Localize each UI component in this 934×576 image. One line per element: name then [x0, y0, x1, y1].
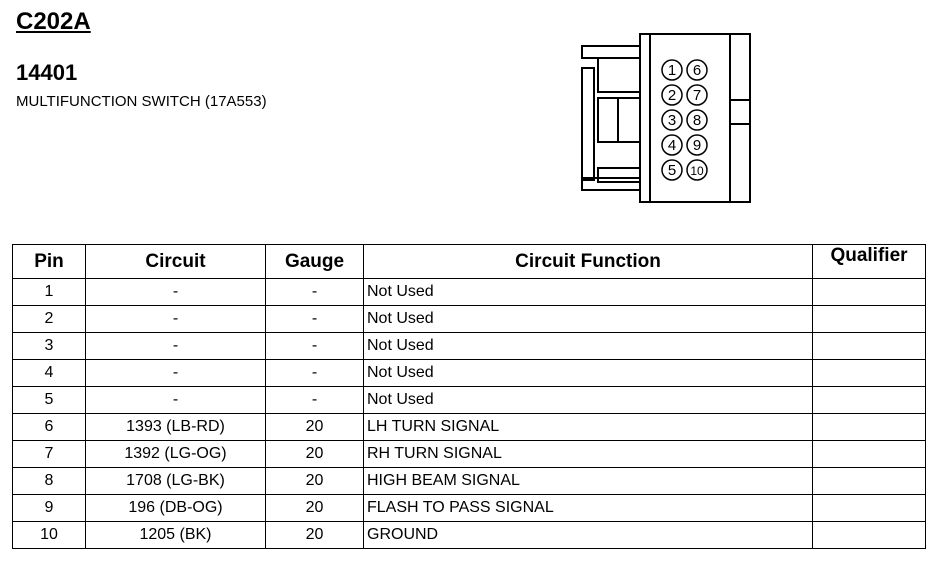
table-row: 3--Not Used — [12, 332, 926, 360]
gauge-cell: - — [265, 305, 364, 333]
table-row: 1--Not Used — [12, 278, 926, 306]
qualifier-cell — [812, 278, 926, 306]
column-header: Gauge — [265, 244, 364, 279]
part-number: 14401 — [16, 60, 78, 85]
pin-circle — [686, 134, 708, 156]
pin-number: 2 — [668, 87, 676, 104]
function-cell: Not Used — [363, 386, 813, 414]
component-description: MULTIFUNCTION SWITCH (17A553) — [16, 93, 267, 110]
function-cell: RH TURN SIGNAL — [363, 440, 813, 468]
qualifier-cell — [812, 305, 926, 333]
circuit-cell: - — [85, 359, 266, 387]
pin-number: 1 — [668, 62, 676, 79]
pin-cell: 9 — [12, 494, 86, 522]
circuit-cell: 1392 (LG-OG) — [85, 440, 266, 468]
gauge-cell: - — [265, 359, 364, 387]
pin-circle — [661, 159, 683, 181]
pin-number: 7 — [693, 87, 701, 104]
circuit-cell: 1708 (LG-BK) — [85, 467, 266, 495]
function-cell: GROUND — [363, 521, 813, 549]
circuit-cell: 1393 (LB-RD) — [85, 413, 266, 441]
function-cell: Not Used — [363, 305, 813, 333]
gauge-cell: 20 — [265, 494, 364, 522]
pin-circle — [686, 159, 708, 181]
pin-circle — [661, 59, 683, 81]
table-row: 2--Not Used — [12, 305, 926, 333]
qualifier-cell — [812, 521, 926, 549]
circuit-cell: - — [85, 386, 266, 414]
connector-id: C202A — [16, 8, 91, 35]
table-row: 5--Not Used — [12, 386, 926, 414]
pin-number: 4 — [668, 137, 676, 154]
function-cell: Not Used — [363, 359, 813, 387]
function-cell: Not Used — [363, 332, 813, 360]
pin-circle — [686, 109, 708, 131]
table-row: 4--Not Used — [12, 359, 926, 387]
gauge-cell: - — [265, 386, 364, 414]
circuit-cell: 196 (DB-OG) — [85, 494, 266, 522]
connector-face-diagram: 1 2 3 4 5 6 7 8 9 10 — [581, 33, 751, 203]
qualifier-cell — [812, 467, 926, 495]
pin-circle — [661, 84, 683, 106]
qualifier-cell — [812, 359, 926, 387]
pin-number: 3 — [668, 112, 676, 129]
pin-circle — [686, 84, 708, 106]
pin-cell: 7 — [12, 440, 86, 468]
pin-cell: 4 — [12, 359, 86, 387]
qualifier-cell — [812, 386, 926, 414]
gauge-cell: 20 — [265, 413, 364, 441]
column-header: Circuit Function — [363, 244, 813, 279]
pin-cell: 8 — [12, 467, 86, 495]
column-header: Qualifier — [812, 244, 926, 279]
pin-number: 10 — [690, 164, 704, 178]
qualifier-cell — [812, 494, 926, 522]
qualifier-cell — [812, 413, 926, 441]
function-cell: HIGH BEAM SIGNAL — [363, 467, 813, 495]
qualifier-cell — [812, 440, 926, 468]
pin-cell: 3 — [12, 332, 86, 360]
pin-number: 8 — [693, 112, 701, 129]
circuit-cell: - — [85, 332, 266, 360]
circuit-cell: 1205 (BK) — [85, 521, 266, 549]
qualifier-cell — [812, 332, 926, 360]
function-cell: FLASH TO PASS SIGNAL — [363, 494, 813, 522]
pin-cell: 1 — [12, 278, 86, 306]
pin-number: 5 — [668, 162, 676, 179]
pin-circle — [661, 109, 683, 131]
pin-circle — [686, 59, 708, 81]
gauge-cell: - — [265, 278, 364, 306]
function-cell: Not Used — [363, 278, 813, 306]
circuit-cell: - — [85, 305, 266, 333]
gauge-cell: 20 — [265, 521, 364, 549]
circuit-cell: - — [85, 278, 266, 306]
gauge-cell: 20 — [265, 467, 364, 495]
gauge-cell: 20 — [265, 440, 364, 468]
column-header: Circuit — [85, 244, 266, 279]
pin-cell: 6 — [12, 413, 86, 441]
pin-number: 6 — [693, 62, 701, 79]
pin-number: 9 — [693, 137, 701, 154]
function-cell: LH TURN SIGNAL — [363, 413, 813, 441]
pin-circle — [661, 134, 683, 156]
pin-cell: 2 — [12, 305, 86, 333]
column-header: Pin — [12, 244, 86, 279]
pin-cell: 5 — [12, 386, 86, 414]
pin-cell: 10 — [12, 521, 86, 549]
gauge-cell: - — [265, 332, 364, 360]
